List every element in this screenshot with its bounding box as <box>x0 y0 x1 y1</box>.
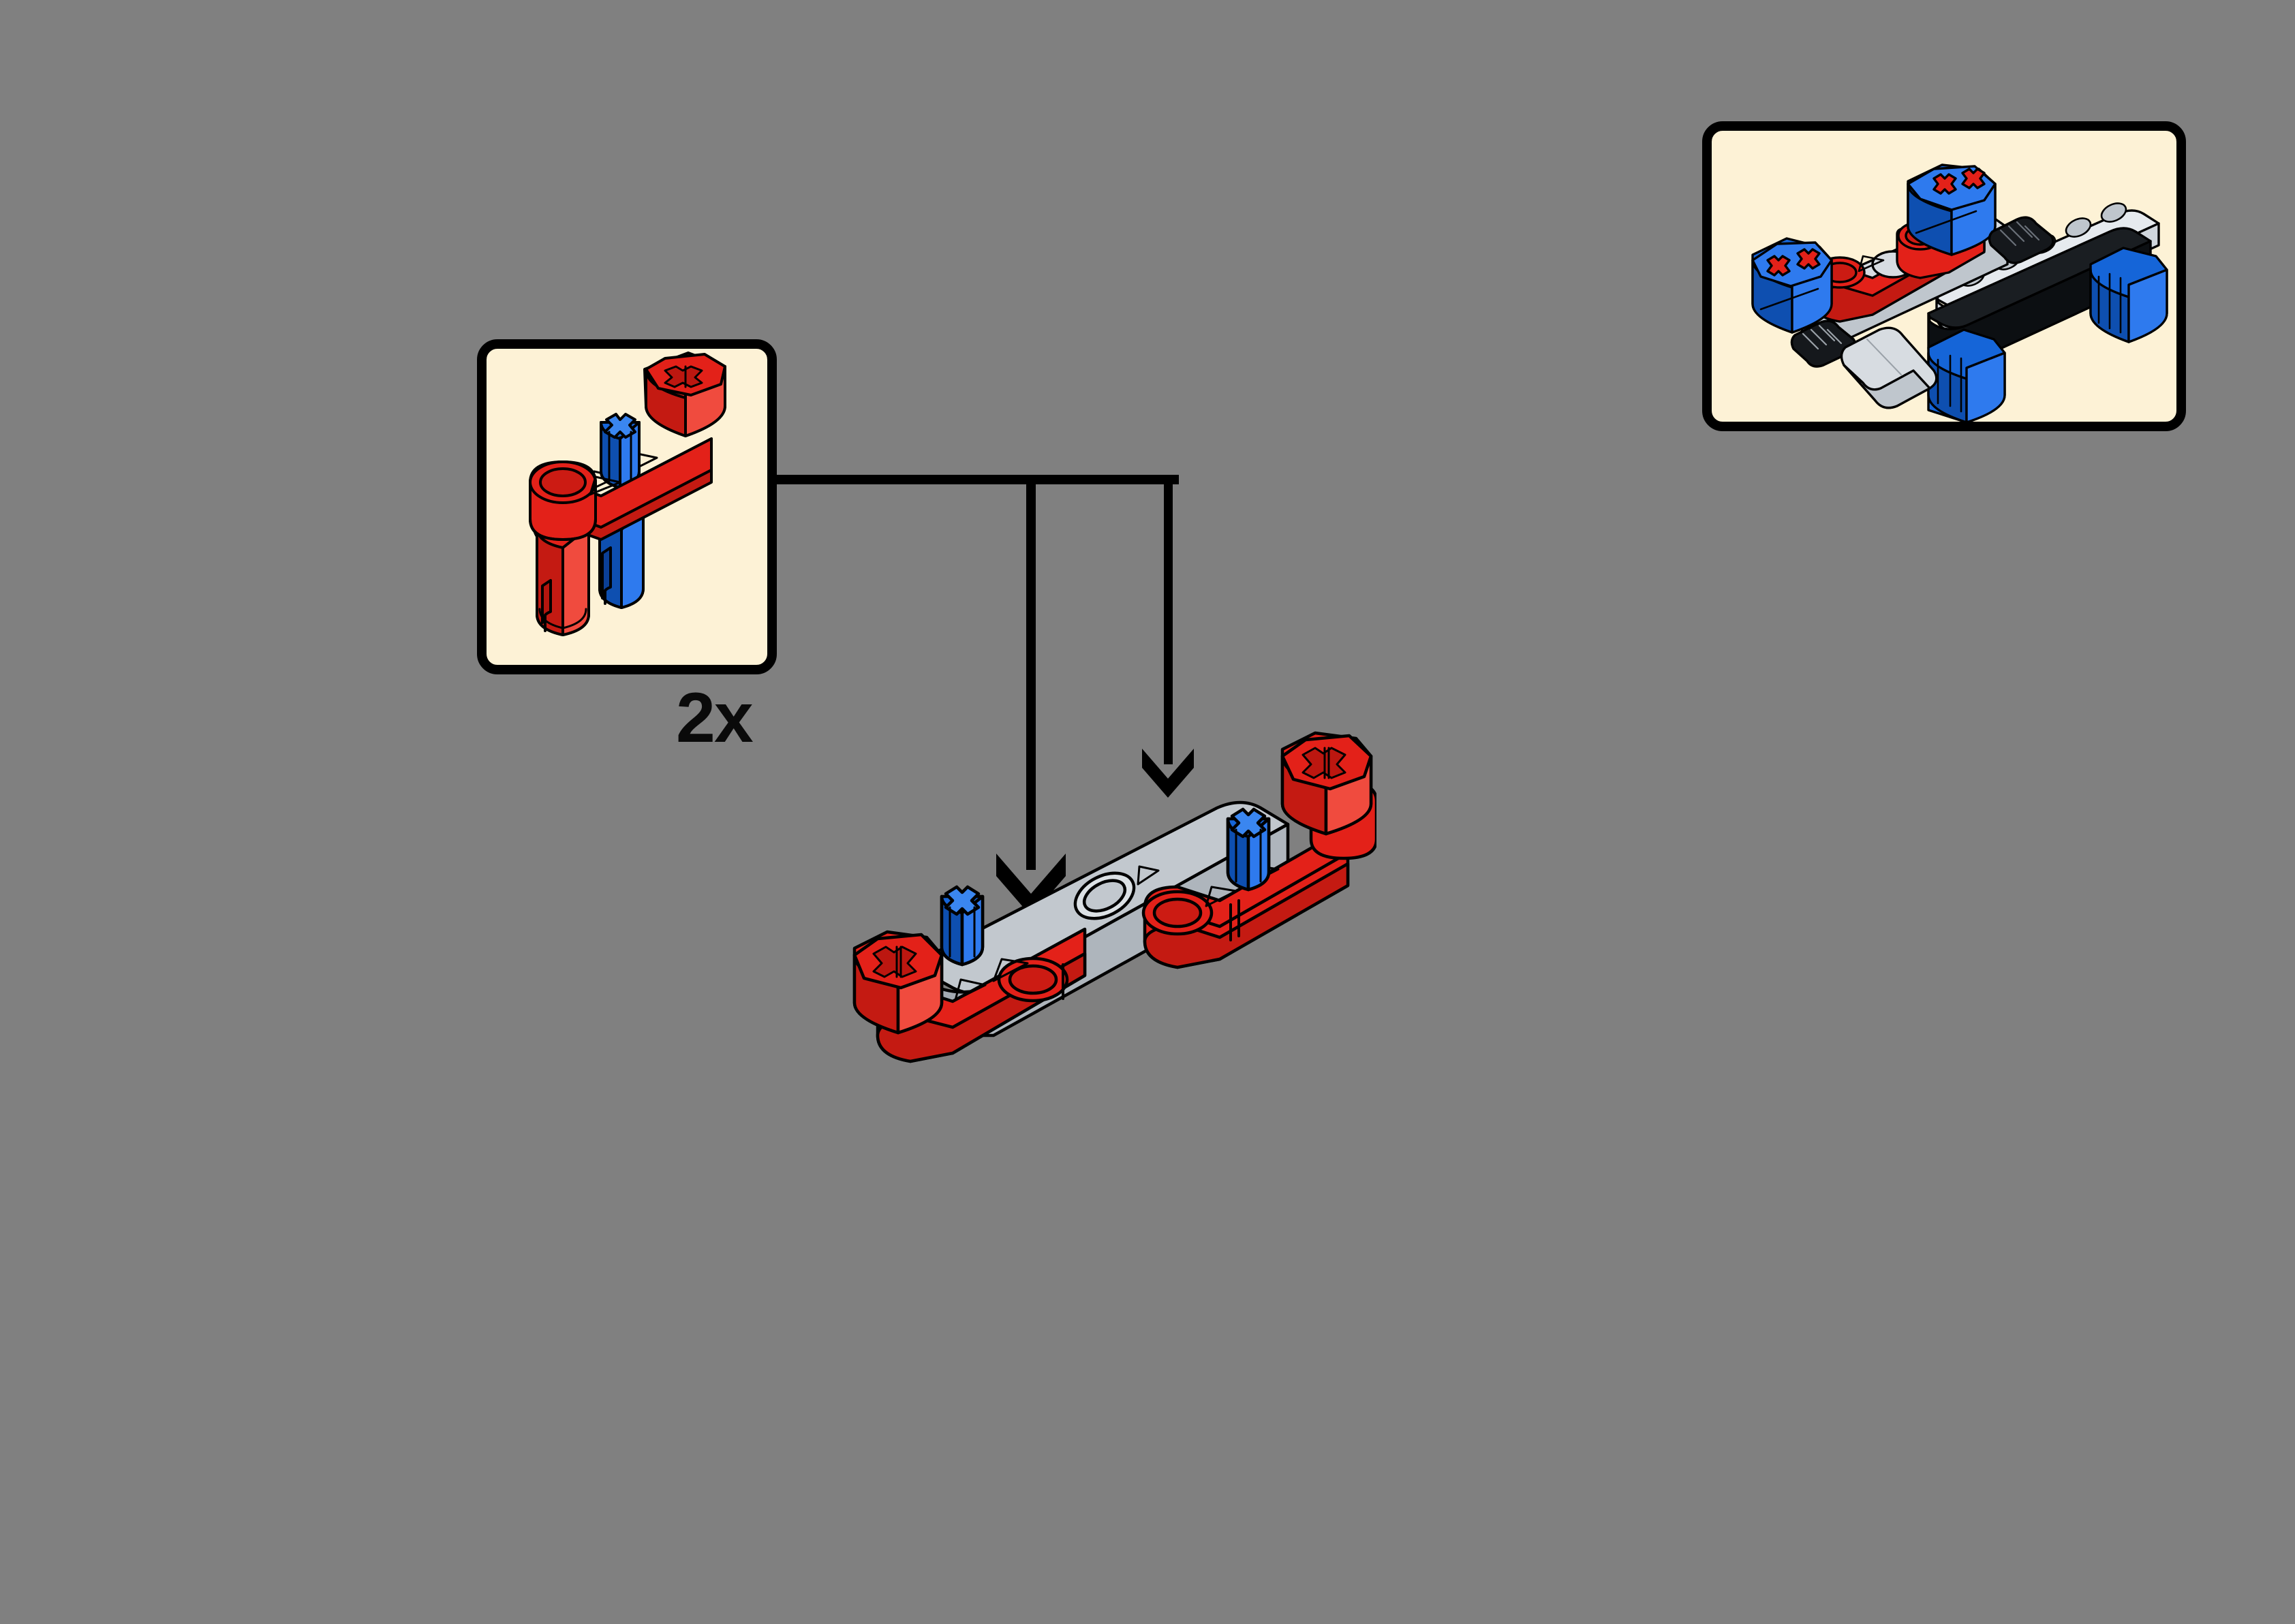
preview-blue-block-left <box>1751 237 1833 334</box>
red-liftarm-right <box>1141 731 1376 969</box>
connector-horizontal-line <box>773 475 1179 484</box>
red-pin-lower-left <box>536 526 590 636</box>
preview-blue-block-top <box>1907 163 1997 256</box>
blue-pin-lower-middle <box>598 499 645 609</box>
red-bush-left <box>852 930 944 1035</box>
red-liftarm-left <box>852 885 1087 1063</box>
preview-blue-block-right <box>2089 247 2168 343</box>
main-assembly-illustration <box>852 731 1376 1063</box>
red-bush-connector <box>643 352 726 437</box>
right-liftarm-pin-hole <box>1152 897 1203 928</box>
liftarm-left-hole <box>539 467 587 497</box>
blue-axle-pin-right <box>1226 807 1271 892</box>
preview-gray-cylinder <box>1840 326 1938 409</box>
parts-quantity-label: 2x <box>676 678 754 758</box>
blue-axle-pin-upper <box>600 413 641 489</box>
preview-subassembly-illustration <box>1751 163 2168 422</box>
preview-blue-block-bottom <box>1927 328 2006 422</box>
left-liftarm-pin-hole <box>1008 964 1058 995</box>
parts-callout-illustration <box>529 352 726 636</box>
preview-spring-element-right <box>1988 216 2054 264</box>
red-bush-right <box>1280 731 1373 836</box>
blue-axle-pin-left <box>940 885 985 967</box>
